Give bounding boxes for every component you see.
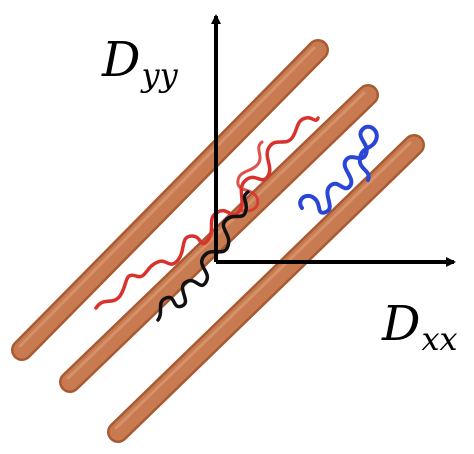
x-axis-label: Dxx	[382, 300, 458, 348]
y-axis-label-symbol: D	[102, 32, 140, 88]
y-axis-label: Dyy	[102, 36, 178, 84]
x-axis-label-symbol: D	[382, 296, 420, 352]
x-axis-label-subscript: xx	[421, 320, 457, 358]
y-axis-label-subscript: yy	[141, 56, 177, 94]
